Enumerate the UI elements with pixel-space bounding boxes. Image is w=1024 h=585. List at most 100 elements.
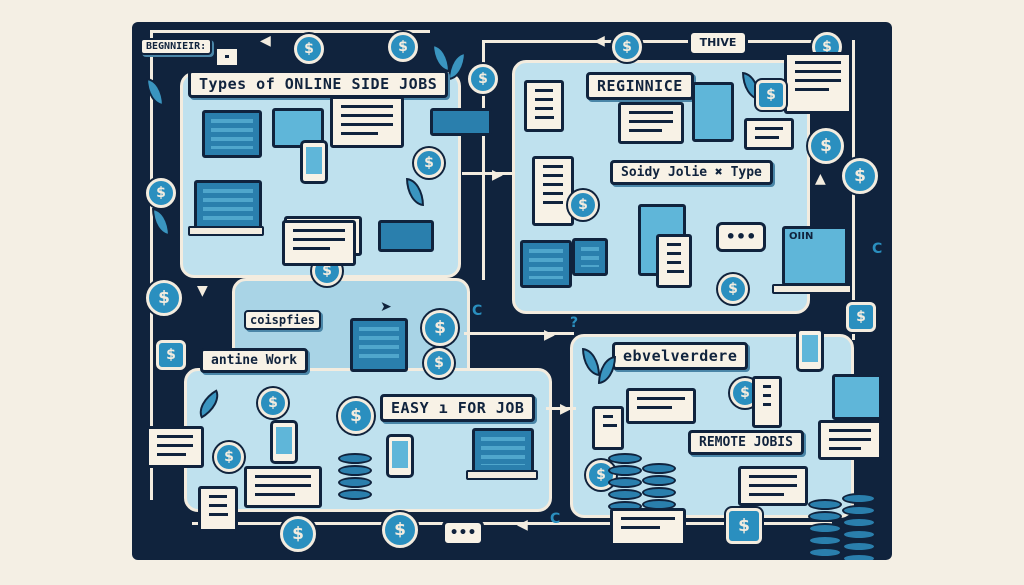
c-mark-icon: C — [872, 241, 883, 257]
laptop-keyboard — [466, 470, 538, 480]
phone-icon — [386, 434, 414, 478]
dollar-coin-icon: $ — [612, 32, 642, 62]
leaf-icon — [152, 208, 170, 236]
side-jobs-type-label: Soidy Jolie ✖ Type — [610, 160, 773, 185]
text-card — [146, 426, 204, 468]
laptop-keyboard — [772, 284, 852, 294]
phone-icon — [270, 420, 298, 464]
coin-stack-icon — [842, 492, 876, 560]
envelope-icon — [832, 374, 882, 420]
types-title: Types of ONLINE SIDE JOBS — [188, 70, 449, 98]
dollar-screen-icon: $ — [726, 508, 762, 544]
text-card — [784, 52, 852, 114]
text-card — [744, 118, 794, 150]
connector-line — [482, 40, 485, 280]
chat-bubble: ••• — [442, 520, 484, 546]
infographic-board: ◀ ◀ ▶ ▶ ▲ ▼ ➤ ▶ ◀ BEGNNIEIR: $ $ $ $ $ $… — [132, 22, 892, 560]
dollar-coin-icon: $ — [842, 158, 878, 194]
arrow-right-icon: ▶ — [544, 327, 555, 343]
connector-line — [150, 30, 153, 500]
text-card — [610, 508, 686, 546]
corner-tag: BEGNNIEIR: — [140, 38, 213, 55]
chat-bubble: ••• — [716, 222, 766, 252]
ebvelverdere-label: ebvelverdere — [612, 342, 749, 370]
note-card — [214, 46, 240, 68]
antine-work-label: antine Work — [200, 348, 309, 373]
text-card — [738, 466, 808, 506]
dollar-coin-icon: $ — [414, 148, 444, 178]
tablet-icon — [430, 108, 492, 136]
connector-line — [464, 332, 574, 335]
document-icon — [656, 234, 692, 288]
coin-stack-icon — [338, 452, 372, 500]
dollar-coin-icon: $ — [718, 274, 748, 304]
dollar-coin-icon: $ — [568, 190, 598, 220]
thive-bubble: THIVE — [688, 30, 748, 56]
connector-line — [150, 30, 430, 33]
dollar-coin-icon: $ — [388, 32, 418, 62]
arrow-right-icon: ▶ — [492, 167, 503, 183]
box-stack-icon — [378, 220, 434, 252]
leaf-icon — [146, 78, 164, 106]
dollar-coin-icon: $ — [808, 128, 844, 164]
coin-stack-icon — [808, 498, 842, 558]
dollar-coin-icon: $ — [382, 512, 418, 548]
arrow-right-icon: ▶ — [560, 401, 571, 417]
document-icon — [198, 486, 238, 532]
dollar-screen-icon: $ — [156, 340, 186, 370]
coin-stack-icon — [608, 452, 642, 512]
text-card — [626, 388, 696, 424]
question-mark-icon: ? — [570, 315, 579, 331]
leaf-icon — [448, 52, 466, 80]
laptop-keyboard — [188, 226, 264, 236]
arrow-left-icon: ◀ — [260, 33, 271, 49]
monitor-icon — [350, 318, 408, 372]
laptop-icon — [472, 428, 534, 474]
receipt-icon — [752, 376, 782, 428]
easy-job-label: EASY ı FOR JOB — [380, 394, 536, 422]
phone-icon — [300, 140, 328, 184]
text-card — [244, 466, 322, 508]
monitor-icon — [202, 110, 262, 158]
document-icon — [524, 80, 564, 132]
coin-stack-icon — [642, 462, 676, 510]
arrow-left-icon: ◀ — [517, 517, 528, 533]
dollar-coin-icon: $ — [424, 348, 454, 378]
text-card — [818, 420, 882, 460]
laptop-icon — [194, 180, 262, 230]
dashboard-icon — [692, 82, 734, 142]
text-card — [330, 96, 404, 148]
arrow-down-icon: ▼ — [197, 283, 208, 299]
arrow-right-icon: ➤ — [380, 299, 392, 315]
arrow-up-icon: ▲ — [815, 171, 826, 187]
document-icon — [592, 406, 624, 450]
connector-line — [482, 40, 842, 43]
dollar-coin-icon: $ — [146, 178, 176, 208]
dollar-coin-icon: $ — [422, 310, 458, 346]
connector-line — [546, 407, 576, 410]
connector-line — [462, 172, 512, 175]
dollar-bag-icon: $ — [280, 516, 316, 552]
arrow-left-icon: ◀ — [594, 33, 605, 49]
dollar-coin-icon: $ — [214, 442, 244, 472]
connector-line — [192, 522, 832, 525]
phone-icon — [796, 328, 824, 372]
dollar-screen-icon: $ — [846, 302, 876, 332]
laptop-screen-text: OIIN — [789, 231, 814, 242]
laptop-icon — [520, 240, 572, 288]
dollar-coin-icon: $ — [258, 388, 288, 418]
laptop-screen: OIIN — [782, 226, 848, 286]
text-card — [618, 102, 684, 144]
c-mark-icon: C — [550, 511, 561, 527]
dollar-screen-icon: $ — [756, 80, 786, 110]
c-mark-icon: C — [472, 303, 483, 319]
dollar-coin-icon: $ — [146, 280, 182, 316]
document-icon — [532, 156, 574, 226]
coispfies-label: coispfies — [244, 310, 322, 330]
tablet-screen-icon — [572, 238, 608, 276]
leaf-icon — [432, 44, 450, 72]
dollar-coin-icon: $ — [468, 64, 498, 94]
magnifier-dollar-icon: $ — [338, 398, 374, 434]
beginner-title: REGINNICE — [586, 72, 694, 100]
dollar-coin-icon: $ — [294, 34, 324, 64]
